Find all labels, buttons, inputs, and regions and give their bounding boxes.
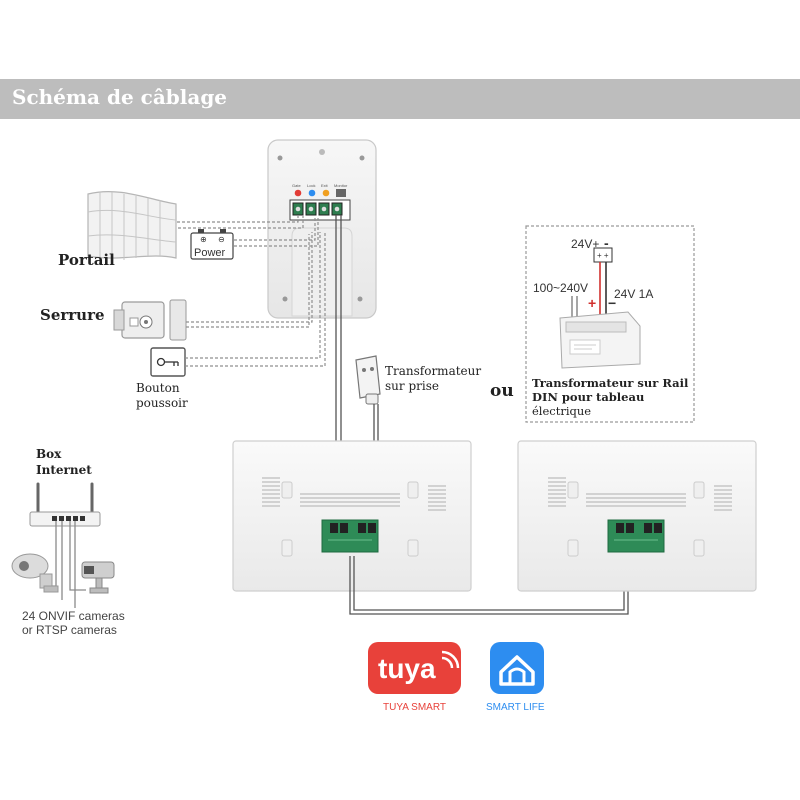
label-transfo-prise-line1: Transformateur	[385, 364, 481, 378]
label-box-line2: Internet	[36, 463, 92, 477]
indoor-monitor-1	[232, 440, 472, 592]
house-icon	[499, 655, 535, 686]
din-caption-line2: DIN pour tableau	[532, 390, 644, 404]
page-title: Schéma de câblage	[12, 85, 227, 109]
din-caption-line3: électrique	[532, 404, 591, 418]
label-cameras-line1: 24 ONVIF cameras	[22, 609, 125, 623]
label-power: Power	[194, 247, 226, 259]
din-transformer-box: 24V+ - + + 100~240V 24V 1A + − Transform…	[525, 225, 695, 423]
svg-text:⊖: ⊖	[218, 235, 225, 244]
door-station: Gate Lock Exit Monitor	[267, 139, 377, 319]
terminal-label-lock: Lock	[307, 183, 315, 188]
camera-dome-icon	[11, 553, 59, 593]
din-label-24v-plus: 24V+	[571, 237, 599, 251]
svg-text:+ +: + +	[597, 251, 609, 260]
power-battery-icon: ⊕ ⊖ Power	[190, 229, 234, 260]
label-bouton-line2: poussoir	[136, 396, 188, 410]
tuya-smart-app-logo: tuya TUYA SMART	[368, 642, 461, 713]
terminal-label-gate: Gate	[292, 183, 301, 188]
terminal-label-monitor: Monitor	[334, 183, 348, 188]
label-bouton-line1: Bouton	[136, 381, 180, 395]
gate-icon	[87, 190, 177, 260]
label-box-line1: Box	[36, 447, 62, 461]
terminal-block	[292, 202, 343, 216]
din-label-minus: -	[604, 235, 609, 251]
label-serrure: Serrure	[40, 306, 105, 324]
smart-life-app-logo: SMART LIFE	[486, 642, 545, 713]
din-plus-sign: +	[588, 295, 596, 311]
push-button-icon	[150, 347, 186, 377]
tuya-caption: TUYA SMART	[383, 702, 446, 713]
din-caption-line1: Transformateur sur Rail	[532, 376, 689, 390]
din-minus-sign: −	[608, 295, 616, 311]
label-cameras-line2: or RTSP cameras	[22, 623, 117, 637]
label-transfo-prise-line2: sur prise	[385, 379, 439, 393]
din-label-output: 24V 1A	[614, 287, 653, 301]
label-portail: Portail	[58, 251, 115, 269]
header-banner: Schéma de câblage	[0, 79, 800, 119]
tuya-logo-text: tuya	[378, 653, 436, 684]
terminal-label-exit: Exit	[321, 183, 329, 188]
label-ou: ou	[490, 381, 514, 401]
din-label-input: 100~240V	[533, 281, 588, 295]
router-icon	[29, 482, 101, 527]
camera-bullet-icon	[81, 561, 115, 594]
svg-text:⊕: ⊕	[200, 235, 207, 244]
electric-lock-icon	[113, 299, 187, 341]
smart-life-caption: SMART LIFE	[486, 702, 545, 713]
indoor-monitor-2	[517, 440, 757, 592]
